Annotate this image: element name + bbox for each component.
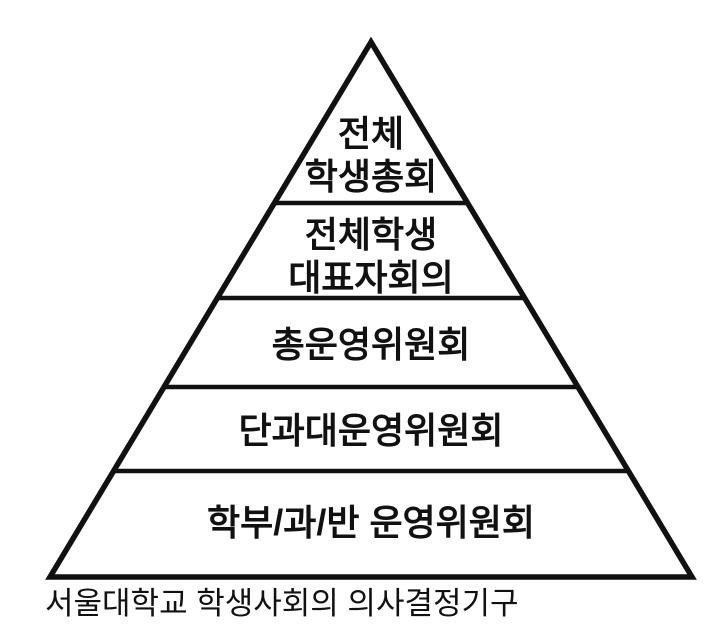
level-2-label-line-1: 전체학생 [305, 214, 437, 255]
level-5-label: 학부/과/반 운영위원회 [207, 502, 535, 543]
level-1-label-line-2: 학생총회 [305, 156, 437, 197]
pyramid-outline [45, 36, 697, 580]
level-2-label-line-2: 대표자회의 [288, 257, 454, 298]
level-1-label-line-1: 전체 [338, 113, 404, 154]
level-4-label: 단과대운영위원회 [239, 410, 504, 451]
level-3-label: 총운영위원회 [272, 324, 471, 365]
caption: 서울대학교 학생사회의 의사결정기구 [45, 586, 519, 621]
